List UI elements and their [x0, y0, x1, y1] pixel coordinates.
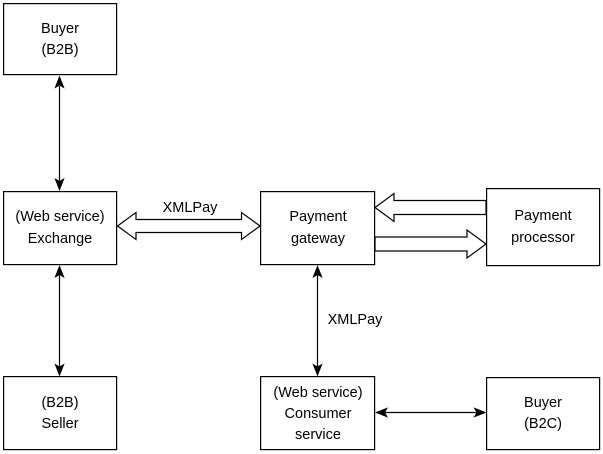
edge-consumer-gateway-arrowhead-up — [312, 265, 323, 278]
edge-consumer-b2c-arrowhead-left — [375, 407, 388, 418]
buyer-b2c-box[interactable] — [486, 377, 601, 451]
xmlpay-horizontal-label: XMLPay — [163, 200, 219, 216]
consumer-service-label-line1: (Web service) — [273, 385, 362, 401]
payment-gateway-label-line2: gateway — [291, 231, 346, 247]
b2b-seller-node[interactable]: (B2B) Seller — [2, 376, 118, 451]
edge-exchange-b2b-seller[interactable] — [54, 265, 65, 377]
edge-payment-gateway-to-processor[interactable] — [374, 228, 488, 260]
xmlpay-vertical-label: XMLPay — [328, 312, 384, 328]
payment-processor-label-line1: Payment — [514, 208, 571, 224]
edge-exchange-b2b-seller-arrowhead-down — [54, 363, 65, 377]
edge-payment-processor-to-gateway[interactable] — [373, 192, 487, 223]
buyer-b2b-label-line1: Buyer — [41, 21, 79, 37]
xmlpay-block-double-arrow — [116, 211, 262, 241]
edge-exchange-payment-gateway[interactable]: XMLPay — [116, 200, 262, 241]
payment-processor-label-line2: processor — [511, 230, 575, 246]
buyer-b2b-label-line2: (B2B) — [41, 42, 78, 58]
edge-buyer-b2b-exchange-arrowhead-down — [54, 178, 65, 191]
payment-processor-box[interactable] — [486, 188, 601, 267]
edge-consumer-b2c-arrowhead-right — [473, 407, 487, 418]
edge-consumer-service-payment-gateway[interactable]: XMLPay — [312, 265, 383, 377]
exchange-box[interactable] — [2, 191, 118, 266]
b2b-seller-label-line1: (B2B) — [41, 395, 78, 411]
edge-exchange-b2b-seller-arrowhead-up — [54, 265, 65, 278]
b2b-seller-label-line2: Seller — [41, 416, 78, 432]
consumer-service-label-line3: service — [295, 427, 341, 443]
edge-buyer-b2b-exchange-arrowhead-up — [54, 75, 65, 89]
edge-consumer-gateway-arrowhead-down — [312, 363, 323, 377]
exchange-label-line1: (Web service) — [15, 209, 104, 225]
consumer-service-label-line2: Consumer — [285, 406, 352, 422]
consumer-service-node[interactable]: (Web service) Consumer service — [260, 376, 376, 451]
buyer-b2b-box[interactable] — [2, 2, 118, 76]
b2b-seller-box[interactable] — [2, 376, 118, 451]
buyer-b2b-node[interactable]: Buyer (B2B) — [2, 2, 118, 76]
payment-gateway-label-line1: Payment — [289, 209, 346, 225]
payment-gateway-box[interactable] — [260, 191, 376, 266]
edge-buyer-b2b-exchange[interactable] — [54, 75, 65, 192]
consumer-service-box[interactable] — [260, 376, 376, 451]
payment-gateway-node[interactable]: Payment gateway — [260, 191, 376, 266]
exchange-node[interactable]: (Web service) Exchange — [2, 191, 118, 266]
exchange-label-line2: Exchange — [28, 231, 93, 247]
buyer-b2c-label-line1: Buyer — [524, 395, 562, 411]
payment-processor-node[interactable]: Payment processor — [486, 188, 601, 267]
processor-to-gateway-block-arrow — [373, 192, 487, 223]
buyer-b2c-label-line2: (B2C) — [524, 416, 562, 432]
buyer-b2c-node[interactable]: Buyer (B2C) — [486, 377, 601, 451]
gateway-to-processor-block-arrow — [374, 228, 488, 260]
edge-consumer-service-buyer-b2c[interactable] — [375, 407, 487, 418]
